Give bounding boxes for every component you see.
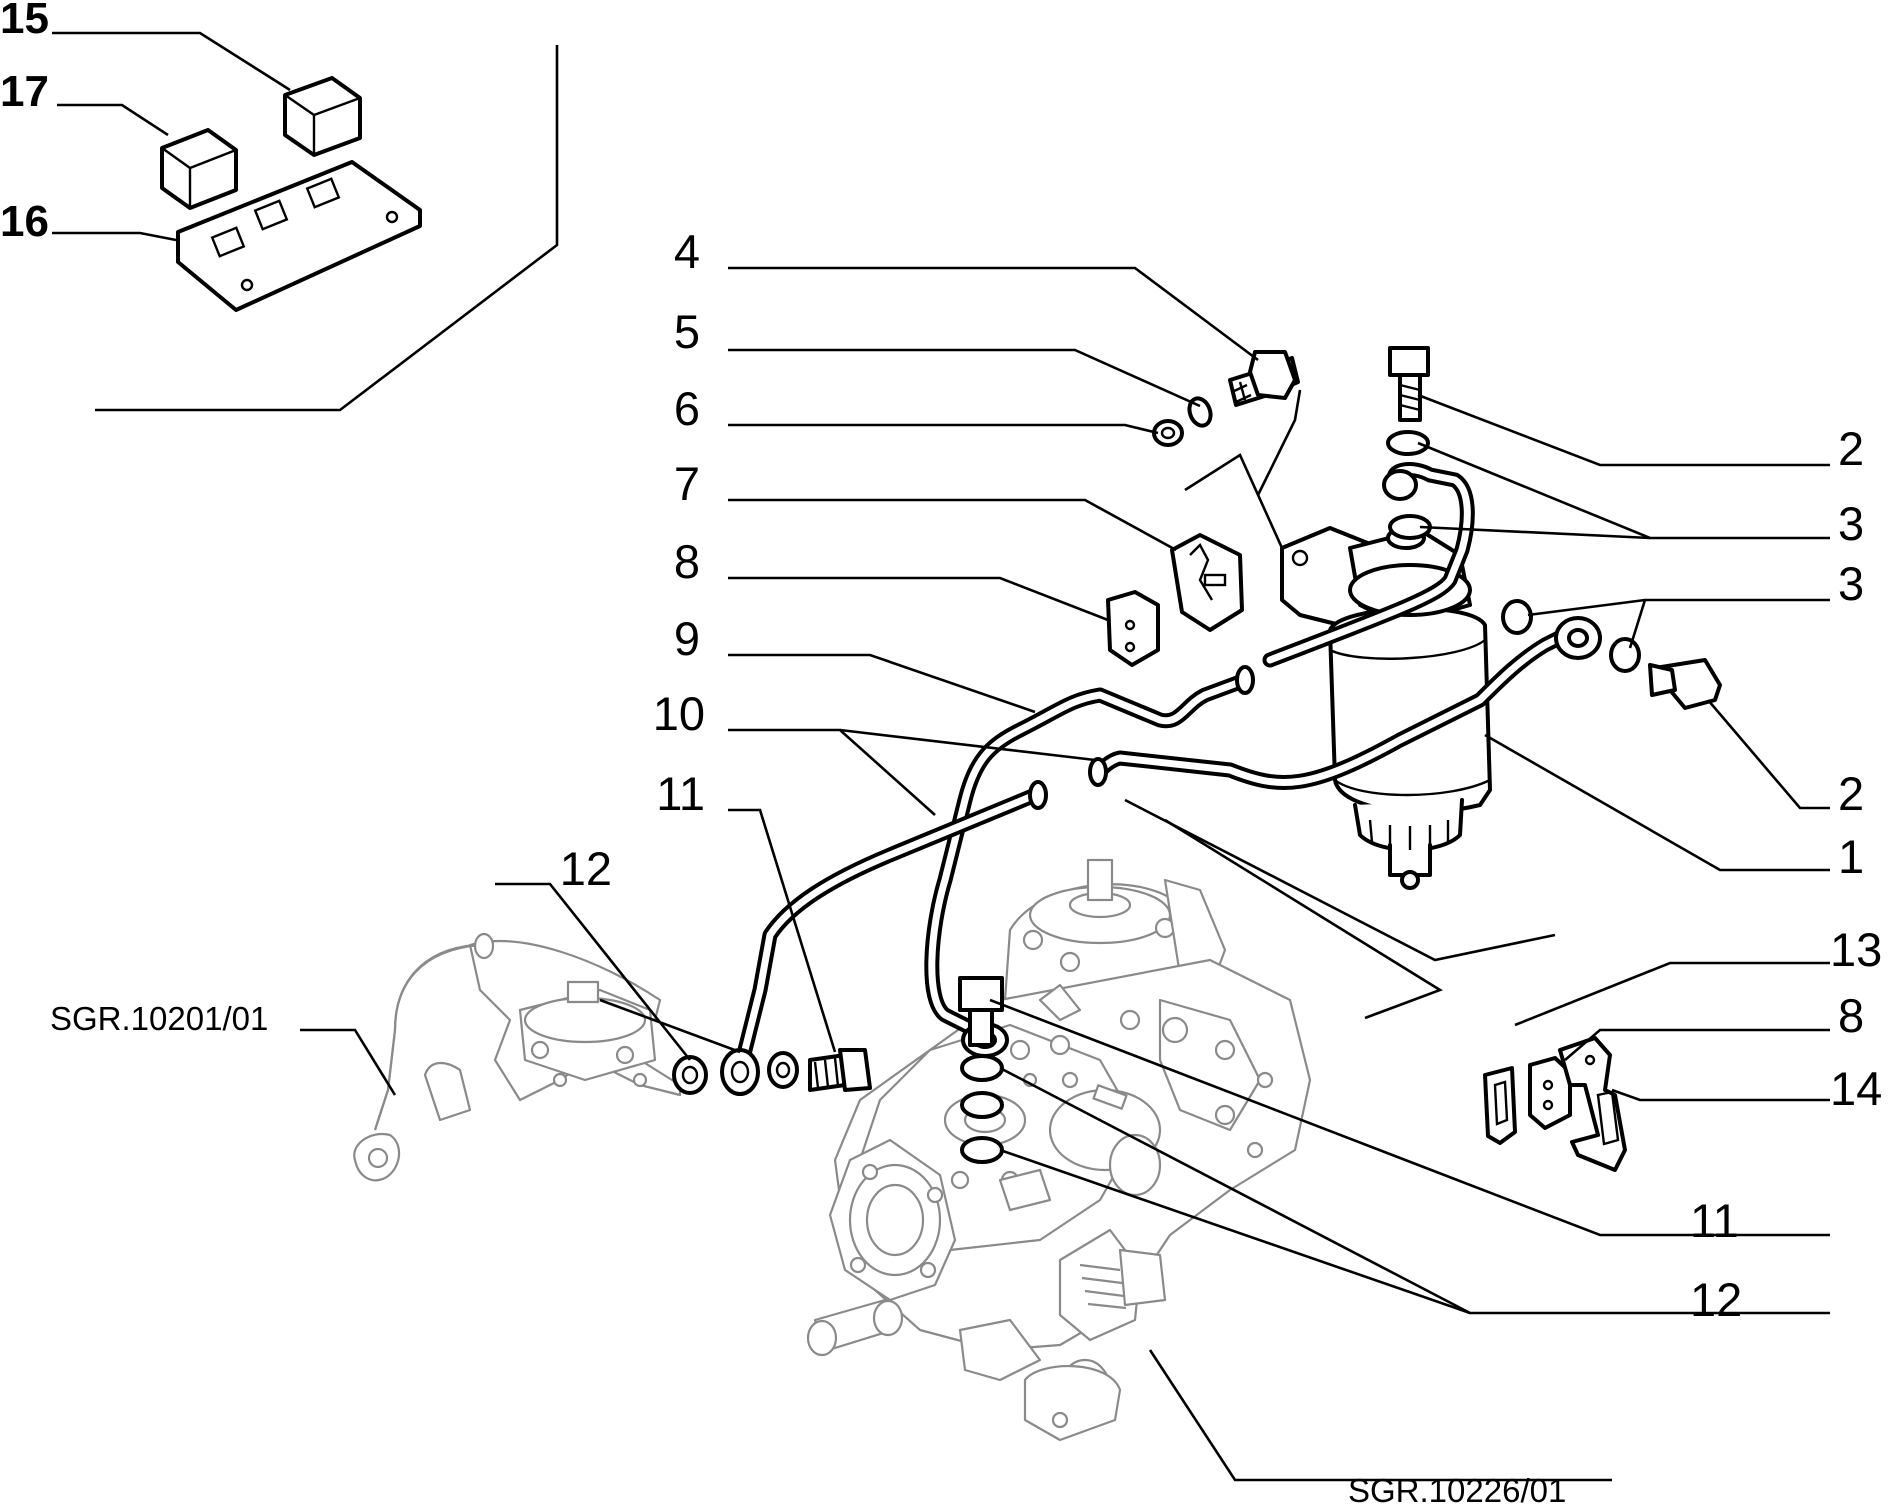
washer-12-left-b — [767, 1051, 799, 1089]
leader-2-top — [1417, 393, 1830, 467]
leader-16 — [52, 231, 177, 242]
leader-9 — [728, 653, 1036, 714]
leader-8 — [728, 576, 1109, 622]
washer-12-pump-a — [960, 1054, 1004, 1082]
callout-13: 13 — [1830, 923, 1882, 976]
pipe-direction-line-2 — [1164, 818, 1443, 1020]
inset-relay-group: 15 17 16 — [0, 0, 559, 412]
callout-6: 6 — [674, 382, 700, 435]
washer-3-top — [1386, 430, 1430, 456]
leader-1 — [1484, 733, 1830, 872]
callout-11-right: 11 — [1690, 1194, 1739, 1247]
leader-13 — [1514, 961, 1830, 1027]
leader-3b — [1527, 598, 1830, 617]
callout-5: 5 — [674, 305, 700, 358]
banjo-bolt-11-pump — [958, 976, 1004, 1012]
ghost-lift-pump-assembly — [353, 932, 682, 1182]
pipe-clip-7 — [1170, 533, 1244, 632]
washer-6 — [1152, 419, 1184, 447]
leader-3a-b — [1419, 525, 1651, 540]
callout-11-left: 11 — [656, 767, 705, 820]
leader-12-right-b — [999, 1148, 1471, 1315]
callout-labels: 4 5 6 7 8 9 10 11 12 2 3 3 2 1 13 8 14 1… — [50, 225, 1882, 1504]
inset-frame-line — [95, 45, 559, 412]
callout-4: 4 — [674, 225, 700, 278]
washer-12-left — [672, 1055, 708, 1095]
inset-label-17: 17 — [0, 67, 49, 116]
reference-left: SGR.10201/01 — [50, 1000, 268, 1037]
leader-ref-left — [300, 1028, 397, 1096]
leader-5 — [728, 348, 1201, 408]
callout-8: 8 — [674, 535, 700, 588]
leader-11-right — [989, 998, 1830, 1237]
callout-9: 9 — [674, 612, 700, 665]
small-parts — [672, 346, 1722, 1172]
callout-14: 14 — [1830, 1062, 1882, 1115]
pipe-direction-line — [1124, 798, 1556, 962]
callout-8-right: 8 — [1838, 989, 1864, 1042]
fuel-pipes — [737, 665, 1255, 1058]
relay-15 — [283, 76, 362, 157]
washer-3-right-b — [1609, 637, 1641, 673]
bracket-14 — [1558, 1036, 1627, 1172]
leader-2-right — [1707, 699, 1830, 810]
callout-10: 10 — [653, 687, 705, 740]
leader-12-left-a — [495, 882, 692, 1061]
callout-12-right: 12 — [1690, 1273, 1742, 1326]
leader-14 — [1611, 1088, 1830, 1102]
banjo-bolt-2-top — [1388, 346, 1430, 377]
spring-washer-5 — [1187, 396, 1213, 428]
leader-10a — [728, 728, 936, 816]
leader-10b — [839, 728, 1096, 762]
callout-2-right: 2 — [1838, 767, 1864, 820]
leader-8-right — [1564, 1028, 1830, 1061]
leader-7 — [728, 498, 1177, 552]
reference-bottom: SGR.10226/01 — [1348, 1472, 1566, 1504]
leader-ref-bottom — [1148, 1349, 1612, 1482]
leader-12-left-b — [599, 998, 741, 1054]
relay-bracket-plate — [176, 160, 422, 312]
inset-label-15: 15 — [0, 0, 49, 43]
callout-7: 7 — [674, 457, 700, 510]
bracket-direction-line — [1184, 453, 1284, 549]
leader-6 — [728, 423, 1159, 435]
strap-13 — [1483, 1066, 1517, 1145]
leader-3a — [1417, 441, 1830, 540]
grommet-8-right — [1528, 1056, 1572, 1130]
fuel-filter-assembly — [1092, 462, 1602, 890]
callout-2-top: 2 — [1838, 422, 1864, 475]
leader-3b-b — [1628, 599, 1647, 649]
leader-4 — [728, 266, 1259, 362]
washer-12-pump-b — [960, 1136, 1004, 1164]
inset-label-16: 16 — [0, 197, 49, 246]
washer-3-right-a — [1501, 599, 1533, 635]
relay-17 — [160, 128, 238, 210]
leader-17 — [57, 103, 169, 137]
callout-12-left: 12 — [560, 842, 612, 895]
leader-11-left — [728, 808, 837, 1053]
banjo-union-left — [720, 1048, 760, 1096]
callout-3-right: 3 — [1838, 557, 1864, 610]
bracket-direction-line-2 — [1256, 389, 1302, 496]
leader-15 — [52, 31, 291, 92]
leader-lines — [300, 266, 1830, 1482]
injection-pump — [806, 858, 1312, 1442]
callout-3-top: 3 — [1838, 497, 1864, 550]
callout-1: 1 — [1838, 830, 1864, 883]
